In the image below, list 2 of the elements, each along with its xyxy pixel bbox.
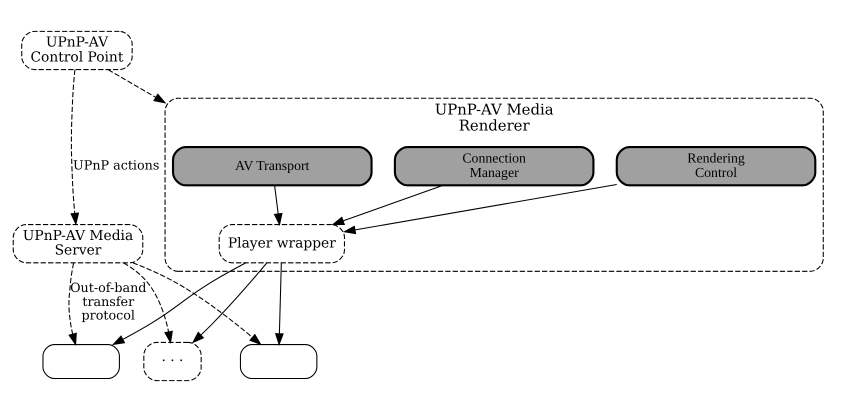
edge-label: Out-of-band transfer protocol xyxy=(70,281,146,324)
edge-label: UPnP actions xyxy=(72,158,159,174)
